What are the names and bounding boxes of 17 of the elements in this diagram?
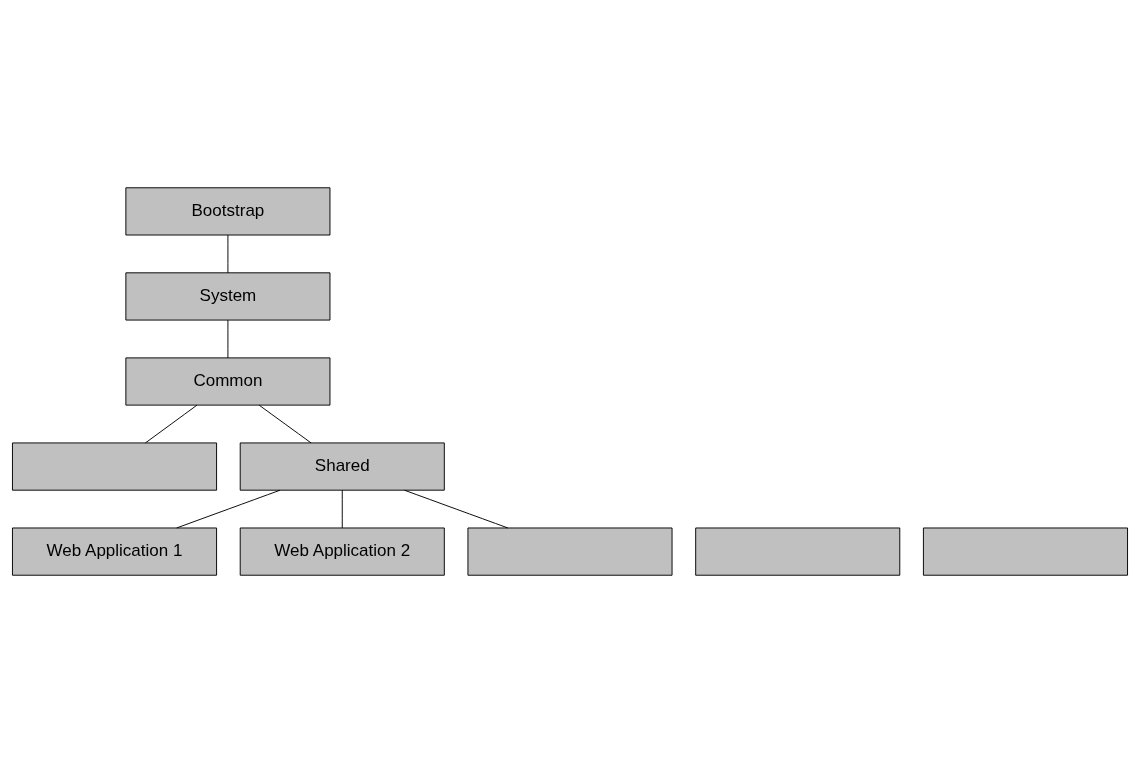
node-box: Shared	[239, 441, 445, 491]
connector	[227, 319, 229, 358]
node-box	[467, 527, 673, 576]
node-box: System	[125, 271, 331, 321]
connector	[227, 234, 229, 273]
node-box	[695, 527, 901, 576]
node-box	[12, 441, 218, 491]
node-box: Bootstrap	[125, 186, 331, 235]
connector	[145, 404, 198, 443]
node-box: Web Application 2	[239, 527, 445, 576]
node-box: Web Application 1	[12, 527, 218, 576]
connector	[404, 489, 509, 528]
connector	[258, 404, 312, 443]
node-box: Common	[125, 356, 331, 406]
connector	[341, 489, 343, 528]
connector	[176, 489, 281, 528]
node-box	[922, 527, 1128, 576]
